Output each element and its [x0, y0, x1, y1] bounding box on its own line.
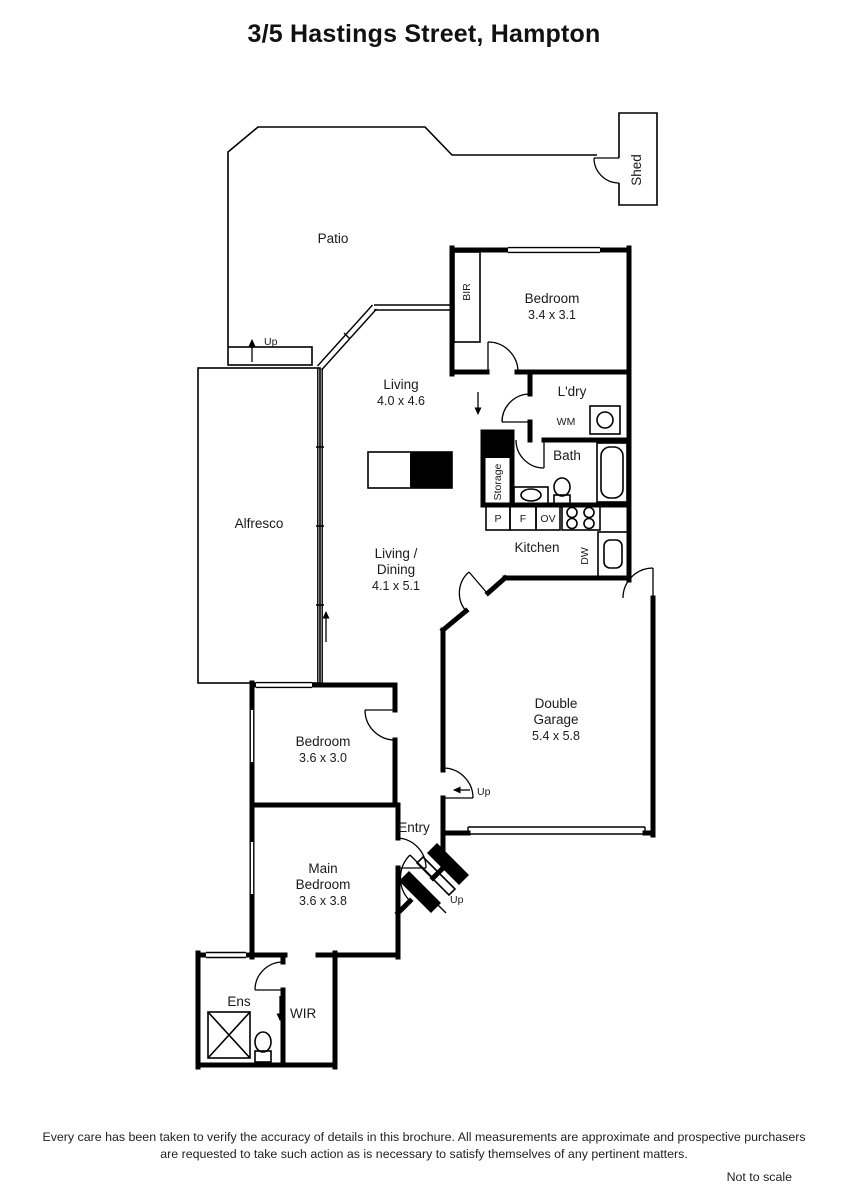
label-living-dims: 4.0 x 4.6	[377, 394, 425, 408]
patio-outline	[227, 126, 597, 366]
label-garage-dims: 5.4 x 5.8	[532, 729, 580, 743]
label-alfresco: Alfresco	[235, 516, 284, 531]
built-in-robe	[453, 251, 481, 343]
label-living-dining-1: Living /	[375, 546, 418, 561]
windows	[206, 245, 600, 960]
patio-step	[227, 346, 313, 366]
bath-toilet	[553, 477, 571, 505]
label-shed: Shed	[629, 154, 644, 186]
page-title: 3/5 Hastings Street, Hampton	[247, 20, 601, 48]
walls-upper-block	[449, 245, 632, 583]
scale-note: Not to scale	[726, 1170, 792, 1184]
label-wir: WIR	[290, 1006, 316, 1021]
label-living-dining-2: Dining	[377, 562, 415, 577]
walls-garage	[394, 574, 656, 917]
garage-door-panel	[467, 826, 646, 835]
main-bedroom-side-window	[249, 842, 255, 894]
shed-outline	[593, 112, 658, 206]
label-patio: Patio	[318, 231, 349, 246]
label-main-bedroom-dims: 3.6 x 3.8	[299, 894, 347, 908]
laundry-trough	[589, 405, 621, 435]
main-bedroom-door	[397, 837, 427, 869]
storage-shelf	[485, 434, 510, 458]
label-dishwasher: DW	[579, 547, 591, 565]
label-bir: BIR	[461, 283, 473, 301]
bedroom2-window	[508, 246, 600, 254]
label-main-bedroom-1: Main	[308, 861, 337, 876]
disclaimer-line2: are requested to take such action as is …	[160, 1146, 688, 1161]
ensuite-window	[206, 951, 246, 959]
shower	[207, 1011, 251, 1059]
ensuite-door	[254, 961, 284, 991]
label-bedroom2-dims: 3.4 x 3.1	[528, 308, 576, 322]
label-up-garage: Up	[477, 786, 491, 798]
alfresco-glass-wall	[316, 368, 324, 683]
label-bedroom3-dims: 3.6 x 3.0	[299, 751, 347, 765]
bathtub	[596, 442, 628, 503]
label-storage: Storage	[492, 463, 504, 500]
living-diagonal-window	[316, 304, 378, 371]
label-entry: Entry	[398, 820, 430, 835]
label-kitchen: Kitchen	[514, 540, 559, 555]
bedroom3-side-window	[249, 710, 255, 762]
living-garage-door	[458, 571, 488, 612]
label-ensuite: Ens	[227, 994, 251, 1009]
garage-side-door	[622, 567, 654, 599]
laundry-door	[501, 393, 531, 423]
kitchen-sink	[597, 531, 630, 579]
cooktop	[561, 505, 601, 531]
label-up-patio: Up	[264, 336, 278, 348]
label-up-entry: Up	[450, 894, 464, 906]
label-wm: WM	[557, 416, 576, 428]
kitchen-appliances	[485, 505, 630, 579]
room-labels: Patio Shed Bedroom 3.4 x 3.1 Living 4.0 …	[227, 154, 644, 1021]
living-top-window	[374, 304, 452, 311]
bedroom3-window	[256, 681, 312, 689]
direction-arrows	[248, 339, 482, 1021]
label-living: Living	[383, 377, 418, 392]
oven-box	[535, 505, 561, 531]
shed-door-arc	[593, 157, 620, 184]
fixtures	[207, 251, 646, 1063]
ensuite-toilet	[254, 1031, 272, 1063]
walls-bedroom-wing	[195, 680, 401, 1070]
label-main-bedroom-2: Bedroom	[296, 877, 351, 892]
label-oven: OV	[540, 513, 555, 525]
label-fridge: F	[520, 513, 526, 525]
label-laundry: L'dry	[558, 384, 587, 399]
label-pantry: P	[494, 513, 501, 525]
garage-entry-door	[442, 767, 474, 799]
entry-steps	[399, 843, 469, 913]
label-bedroom3: Bedroom	[296, 734, 351, 749]
label-garage-1: Double	[535, 696, 578, 711]
bath-door	[515, 439, 545, 469]
disclaimer: Every care has been taken to verify the …	[0, 1129, 848, 1162]
up-arrow-steps-icon	[423, 890, 447, 914]
bedroom2-door	[487, 341, 519, 373]
label-garage-2: Garage	[533, 712, 578, 727]
kitchen-island	[367, 451, 453, 489]
bath-vanity	[513, 486, 549, 505]
label-living-dining-dims: 4.1 x 5.1	[372, 579, 420, 593]
bedroom3-door	[364, 709, 396, 741]
label-bedroom2: Bedroom	[525, 291, 580, 306]
disclaimer-line1: Every care has been taken to verify the …	[42, 1130, 806, 1145]
label-bath: Bath	[553, 448, 581, 463]
